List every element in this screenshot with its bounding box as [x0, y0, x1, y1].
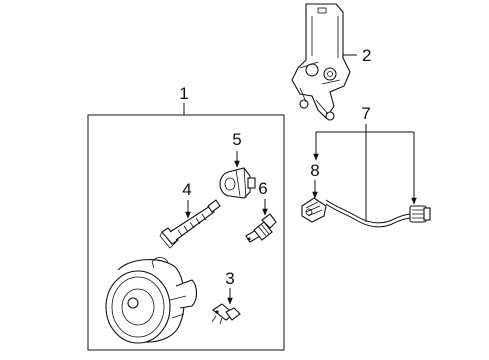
callout-5-label: 5 — [232, 130, 241, 149]
callout-4-label: 4 — [182, 180, 191, 199]
callout-3-label: 3 — [225, 269, 234, 288]
connector-icon — [301, 197, 327, 223]
assembly-box — [87, 114, 285, 351]
bulb-socket-icon — [219, 167, 256, 199]
adjusting-screw-icon — [159, 199, 221, 249]
callout-2-label: 2 — [362, 46, 371, 65]
callout-1-label: 1 — [179, 84, 188, 103]
mounting-bracket-icon — [291, 3, 351, 121]
wiring-harness-icon — [325, 199, 431, 228]
clip-icon — [211, 303, 241, 325]
bulb-icon — [245, 213, 277, 243]
callout-8-label: 8 — [310, 161, 319, 180]
callout-7-label: 7 — [361, 104, 370, 123]
fog-lamp-assembly-box — [105, 257, 198, 344]
callout-6-label: 6 — [258, 179, 267, 198]
